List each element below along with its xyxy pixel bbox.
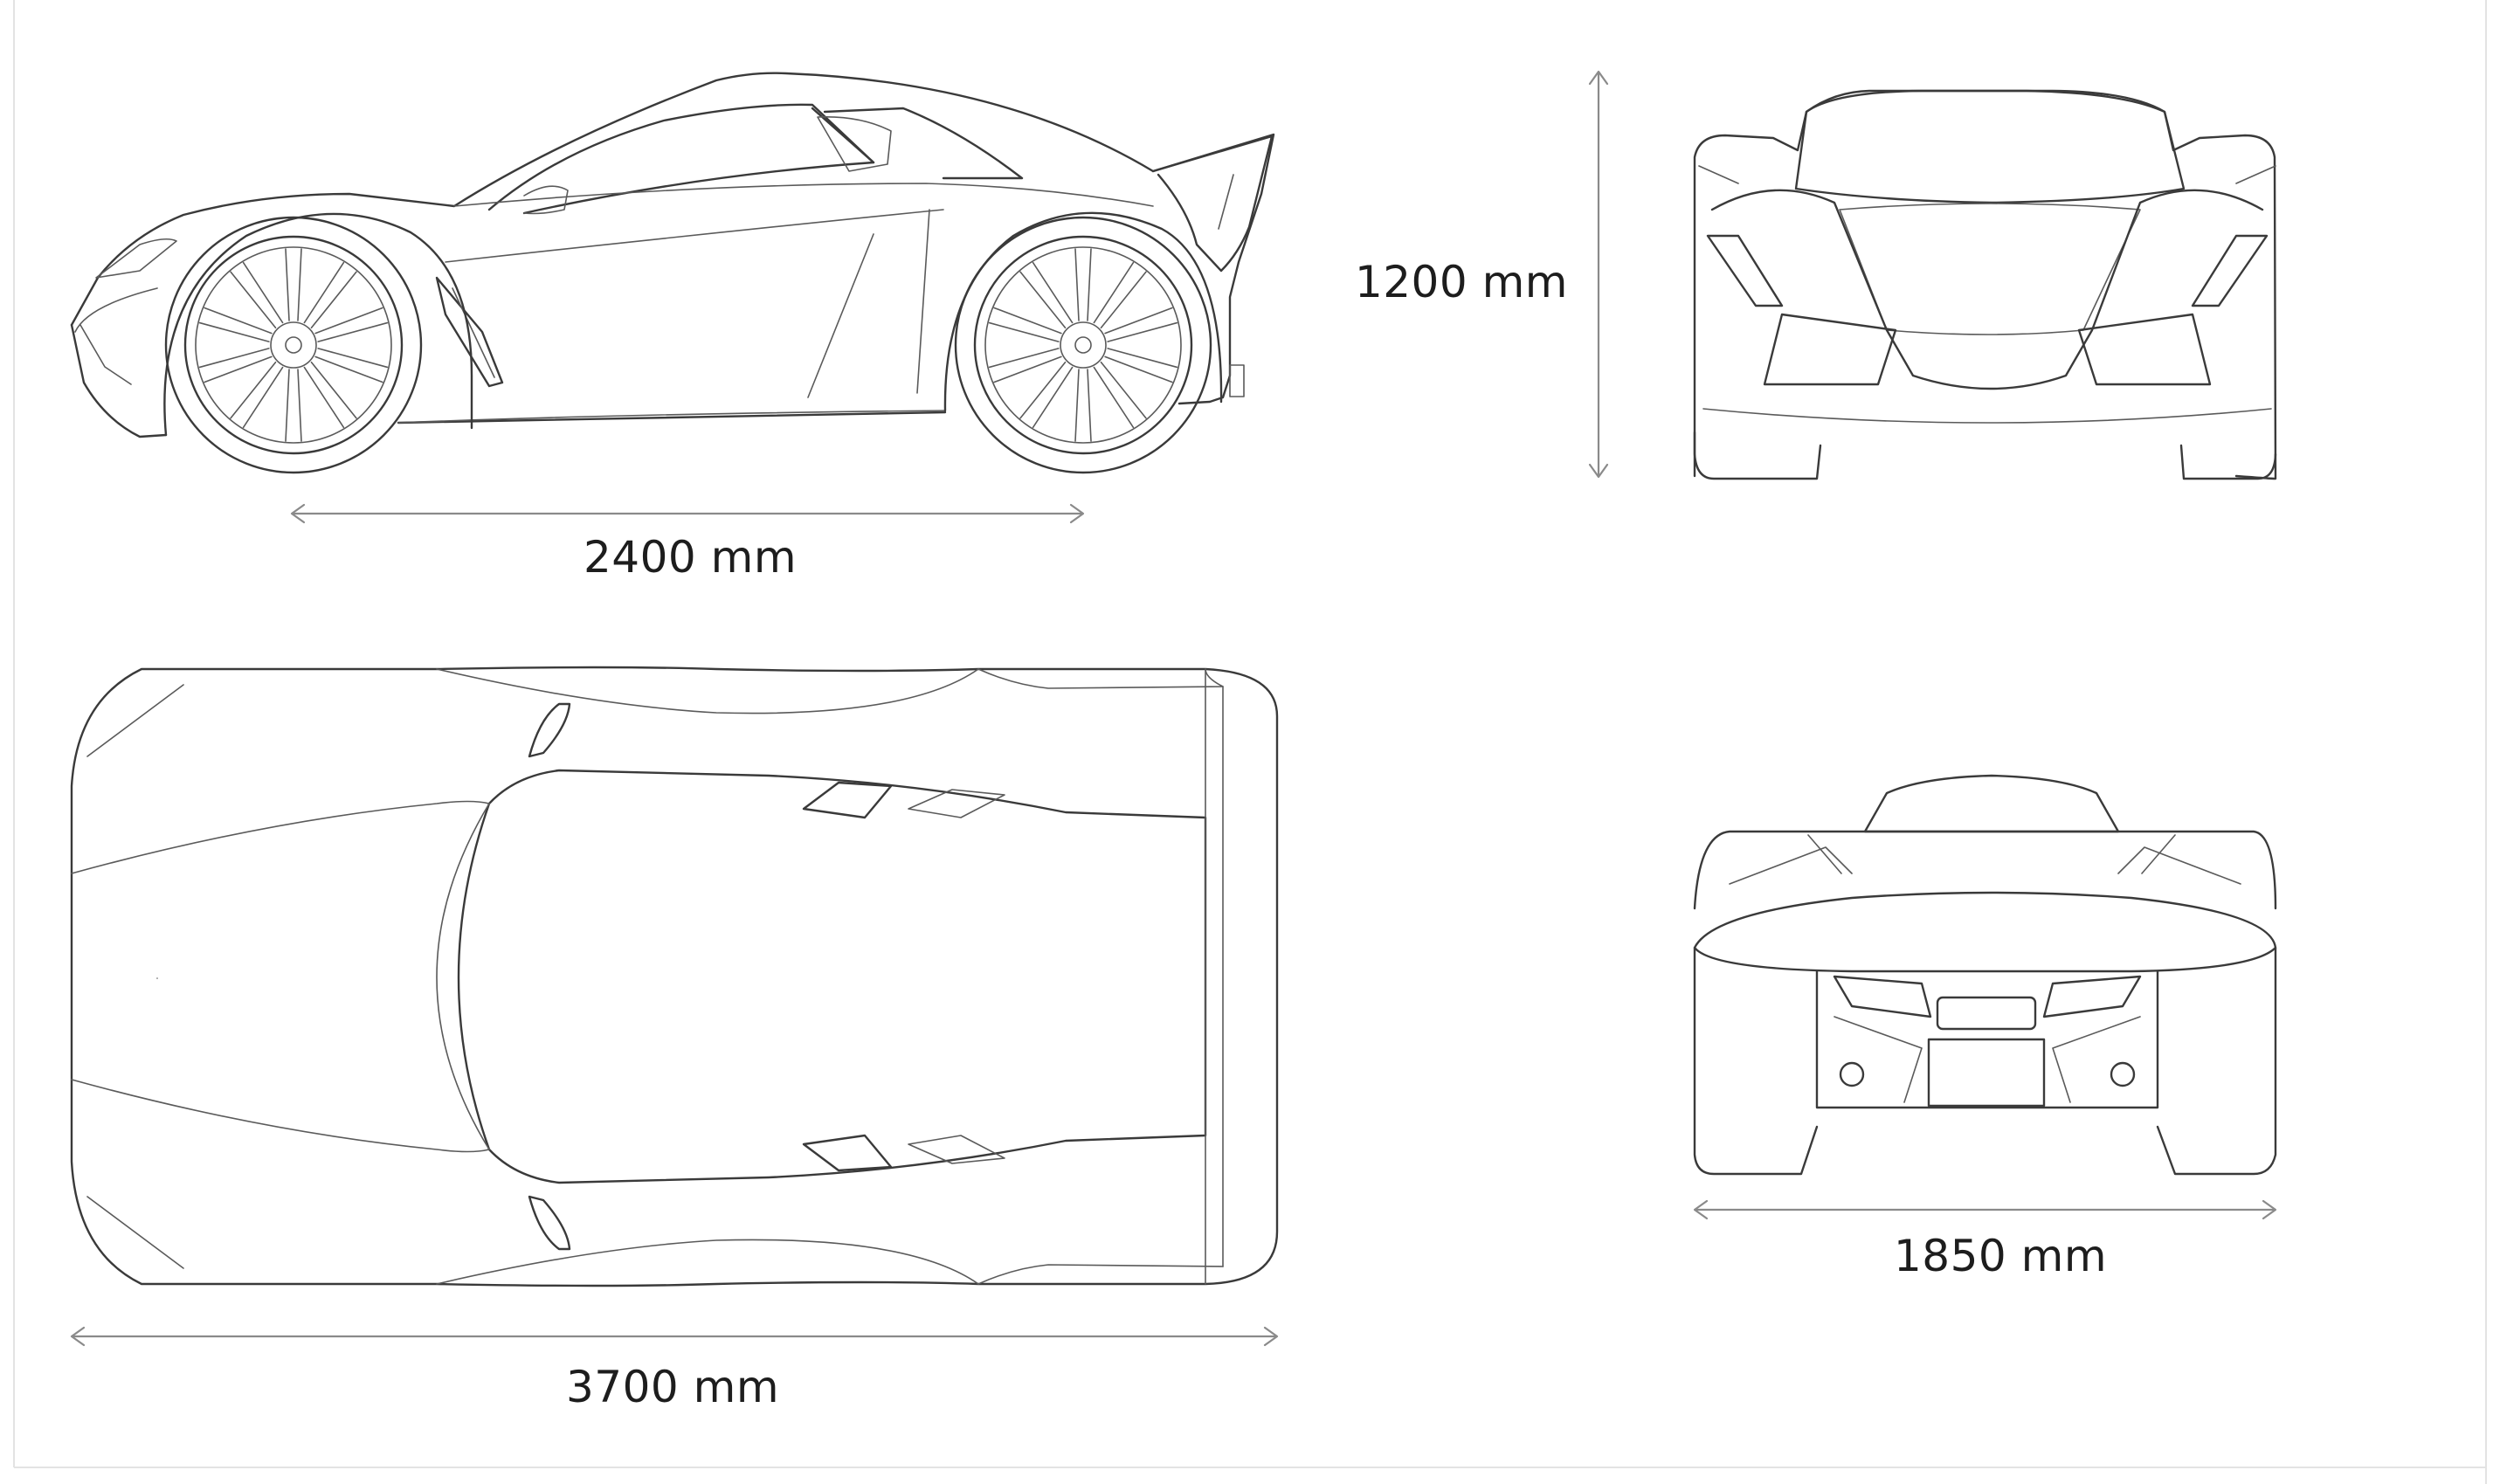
wheel-spoke bbox=[1104, 348, 1178, 383]
wheel-spoke bbox=[1019, 261, 1074, 329]
rear-wheel-spokes bbox=[988, 248, 1178, 442]
wheel-spoke bbox=[988, 307, 1062, 342]
wheelbase-dimension-line bbox=[290, 503, 1085, 524]
wheelbase-label: 2400 mm bbox=[584, 532, 797, 583]
wheel-spoke bbox=[230, 361, 284, 429]
wheel-spoke bbox=[198, 307, 273, 342]
wheel-spoke bbox=[1104, 307, 1178, 342]
wheel-spoke bbox=[1093, 261, 1147, 329]
wheel-spoke bbox=[1074, 369, 1092, 442]
side-view bbox=[70, 72, 1275, 474]
wheel-spoke bbox=[285, 369, 302, 442]
wheel-spoke bbox=[303, 361, 357, 429]
wheel-spoke bbox=[285, 248, 302, 321]
width-label: 1850 mm bbox=[1894, 1231, 2107, 1281]
front-view bbox=[1693, 89, 2277, 480]
rear-view bbox=[1693, 774, 2277, 1176]
wheel-spoke bbox=[198, 348, 273, 383]
wheel-spoke bbox=[988, 348, 1062, 383]
wheel-spoke bbox=[230, 261, 284, 329]
width-dimension-line bbox=[1693, 1199, 2277, 1220]
wheel-spoke bbox=[1074, 248, 1092, 321]
wheel-spoke bbox=[1019, 361, 1074, 429]
length-dimension-line bbox=[70, 1326, 1279, 1347]
height-dimension-line bbox=[1588, 70, 1609, 479]
wheel-spoke bbox=[314, 348, 389, 383]
wheel-spoke bbox=[303, 261, 357, 329]
wheel-spoke bbox=[314, 307, 389, 342]
top-view bbox=[70, 666, 1279, 1287]
length-label: 3700 mm bbox=[566, 1362, 779, 1412]
front-wheel-spokes bbox=[198, 248, 389, 442]
height-label: 1200 mm bbox=[1355, 257, 1568, 307]
wheel-spoke bbox=[1093, 361, 1147, 429]
